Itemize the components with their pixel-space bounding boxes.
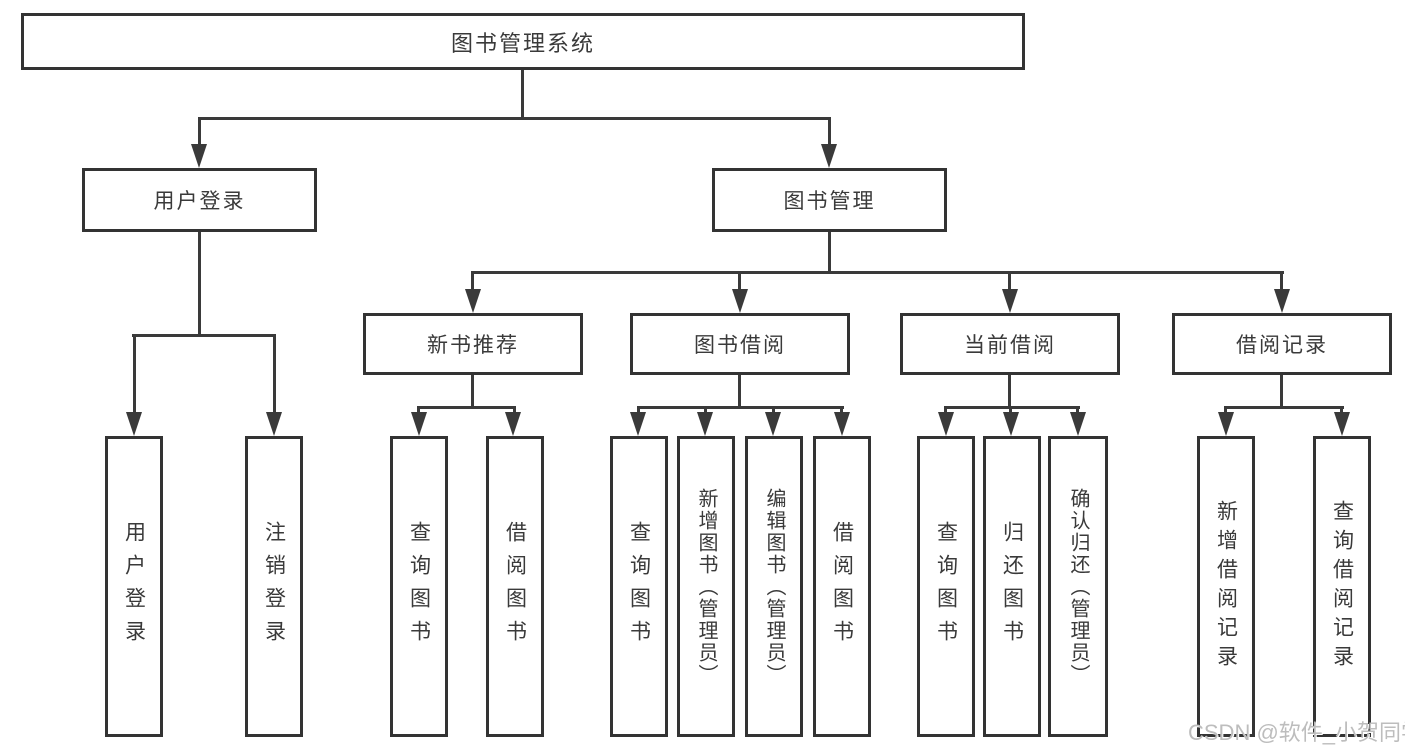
node-current-borrow: 当前借阅 xyxy=(900,313,1120,375)
leaf-return-book: 归还图书 xyxy=(983,436,1041,737)
connector-line xyxy=(133,334,136,414)
node-label: 当前借阅 xyxy=(964,334,1056,357)
connector-line xyxy=(1340,406,1343,414)
arrowhead xyxy=(1274,289,1290,313)
connector-line xyxy=(828,117,831,146)
connector-line xyxy=(738,375,741,408)
node-label: 编辑图书（管理员） xyxy=(763,487,785,686)
arrowhead xyxy=(1218,412,1234,436)
arrowhead xyxy=(266,412,282,436)
arrowhead xyxy=(834,412,850,436)
node-label: 借阅图书 xyxy=(830,520,854,653)
node-borrow-records: 借阅记录 xyxy=(1172,313,1392,375)
leaf-logout: 注销登录 xyxy=(245,436,303,737)
arrowhead xyxy=(697,412,713,436)
node-label: 确认归还（管理员） xyxy=(1067,487,1089,686)
connector-line xyxy=(198,117,201,146)
arrowhead xyxy=(1334,412,1350,436)
node-new-book-recommend: 新书推荐 xyxy=(363,313,583,375)
arrowhead xyxy=(821,144,837,168)
csdn-watermark: CSDN @软件_小贺同学 xyxy=(1188,720,1405,745)
arrowhead xyxy=(1002,289,1018,313)
connector-line xyxy=(840,406,843,414)
node-label: 图书借阅 xyxy=(694,334,786,357)
leaf-confirm-return-admin: 确认归还（管理员） xyxy=(1048,436,1108,737)
leaf-query-book: 查询图书 xyxy=(917,436,975,737)
connector-line xyxy=(637,406,640,414)
leaf-borrow-book: 借阅图书 xyxy=(813,436,871,737)
arrowhead xyxy=(411,412,427,436)
connector-line xyxy=(513,406,516,414)
connector-line xyxy=(1280,375,1283,408)
connector-line xyxy=(417,406,516,409)
connector-line xyxy=(1008,375,1011,408)
arrowhead xyxy=(1003,412,1019,436)
arrowhead xyxy=(191,144,207,168)
node-label: 查询借阅记录 xyxy=(1330,499,1354,674)
leaf-user-login: 用户登录 xyxy=(105,436,163,737)
arrowhead xyxy=(765,412,781,436)
arrowhead xyxy=(732,289,748,313)
node-label: 图书管理 xyxy=(783,190,876,213)
node-book-management: 图书管理 xyxy=(712,168,947,232)
connector-line xyxy=(521,70,524,119)
connector-line xyxy=(828,232,831,274)
node-label: 新增图书（管理员） xyxy=(695,487,717,686)
arrowhead xyxy=(126,412,142,436)
connector-line xyxy=(637,406,844,409)
node-user-login: 用户登录 xyxy=(82,168,317,232)
connector-line xyxy=(944,406,947,414)
arrowhead xyxy=(1070,412,1086,436)
leaf-add-borrow-record: 新增借阅记录 xyxy=(1197,436,1255,737)
connector-line xyxy=(1224,406,1227,414)
connector-line xyxy=(704,406,707,414)
arrowhead xyxy=(938,412,954,436)
connector-line xyxy=(772,406,775,414)
node-label: 归还图书 xyxy=(1000,520,1024,653)
leaf-borrow-book: 借阅图书 xyxy=(486,436,544,737)
arrowhead xyxy=(505,412,521,436)
node-label: 借阅图书 xyxy=(503,520,527,653)
connector-line xyxy=(1009,406,1012,414)
arrowhead xyxy=(630,412,646,436)
node-library-management-system: 图书管理系统 xyxy=(21,13,1025,70)
connector-line xyxy=(273,334,276,414)
connector-line xyxy=(1008,271,1011,291)
leaf-query-book: 查询图书 xyxy=(390,436,448,737)
node-label: 查询图书 xyxy=(627,520,651,653)
node-label: 新增借阅记录 xyxy=(1214,499,1238,674)
leaf-edit-book-admin: 编辑图书（管理员） xyxy=(745,436,803,737)
connector-line xyxy=(738,271,741,291)
node-label: 注销登录 xyxy=(262,520,286,653)
connector-line xyxy=(471,271,1284,274)
node-book-borrow: 图书借阅 xyxy=(630,313,850,375)
node-label: 新书推荐 xyxy=(427,334,519,357)
leaf-query-book: 查询图书 xyxy=(610,436,668,737)
connector-line xyxy=(944,406,1080,409)
leaf-query-borrow-record: 查询借阅记录 xyxy=(1313,436,1371,737)
node-label: 查询图书 xyxy=(407,520,431,653)
connector-line xyxy=(417,406,420,414)
connector-line xyxy=(471,375,474,408)
connector-line xyxy=(1280,271,1283,291)
node-label: 用户登录 xyxy=(153,190,246,213)
connector-line xyxy=(1076,406,1079,414)
node-label: 图书管理系统 xyxy=(450,30,595,56)
node-label: 查询图书 xyxy=(934,520,958,653)
connector-line xyxy=(198,117,831,120)
connector-line xyxy=(471,271,474,291)
connector-line xyxy=(1224,406,1344,409)
connector-line xyxy=(132,334,276,337)
leaf-add-book-admin: 新增图书（管理员） xyxy=(677,436,735,737)
arrowhead xyxy=(465,289,481,313)
node-label: 用户登录 xyxy=(122,520,146,653)
node-label: 借阅记录 xyxy=(1236,334,1328,357)
connector-line xyxy=(198,232,201,336)
